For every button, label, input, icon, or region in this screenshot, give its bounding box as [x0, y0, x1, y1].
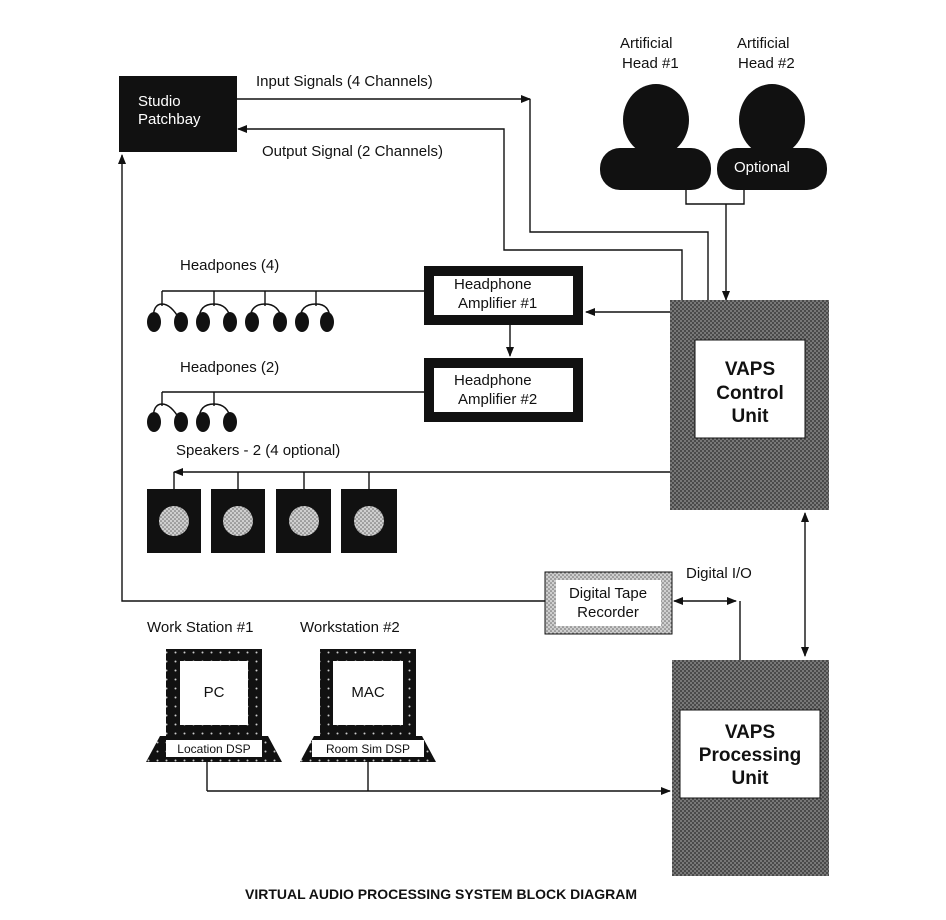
- headphone-amplifier-2-box: Headphone Amplifier #2: [424, 358, 583, 422]
- vaps-control-line3: Unit: [732, 406, 770, 427]
- output-signal-label: Output Signal (2 Channels): [262, 143, 443, 160]
- speaker-1: [147, 489, 201, 553]
- vaps-processing-line2: Processing: [699, 745, 801, 766]
- studio-patchbay-line2: Patchbay: [138, 111, 201, 128]
- artificial-head-2-line2: Head #2: [738, 55, 795, 72]
- digital-tape-line2: Recorder: [577, 604, 639, 621]
- speaker-drops: [173, 472, 370, 490]
- studio-patchbay-box: Studio Patchbay: [119, 76, 237, 152]
- headphones-4-label: Headpones (4): [180, 257, 279, 274]
- vaps-control-unit-box: VAPS Control Unit: [670, 300, 829, 510]
- workstation-2-mac: MAC Room Sim DSP: [300, 649, 436, 762]
- vaps-control-line1: VAPS: [725, 359, 775, 380]
- heads-join-line: [685, 190, 745, 205]
- workstation-drops: [206, 762, 369, 791]
- artificial-head-1-line1: Artificial: [620, 35, 673, 52]
- room-sim-dsp-label: Room Sim DSP: [326, 742, 410, 756]
- input-signals-label: Input Signals (4 Channels): [256, 73, 433, 90]
- diagram-caption: VIRTUAL AUDIO PROCESSING SYSTEM BLOCK DI…: [245, 886, 637, 902]
- workstation-2-label: Workstation #2: [300, 619, 400, 636]
- headphone-amp-1-line1: Headphone: [454, 276, 532, 293]
- tape-to-patchbay-arrow: [118, 154, 545, 602]
- headphones-2-label: Headpones (2): [180, 359, 279, 376]
- speaker-3: [276, 489, 331, 553]
- digital-io-label: Digital I/O: [686, 565, 752, 582]
- vaps-processing-unit-box: VAPS Processing Unit: [672, 660, 829, 876]
- vaps-control-line2: Control: [716, 383, 784, 404]
- speaker-2: [211, 489, 265, 553]
- pc-label: PC: [204, 684, 225, 701]
- headphone-amplifier-1-box: Headphone Amplifier #1: [424, 266, 583, 325]
- vaps-processing-line3: Unit: [732, 768, 770, 789]
- speaker-4: [341, 489, 397, 553]
- output-signal-arrow: [237, 125, 683, 300]
- speakers-label: Speakers - 2 (4 optional): [176, 442, 340, 459]
- headphone-amp-2-line2: Amplifier #2: [458, 391, 537, 408]
- digital-tape-line1: Digital Tape: [569, 585, 647, 602]
- input-signals-route: [529, 99, 709, 300]
- digital-tape-recorder-box: Digital Tape Recorder: [544, 571, 673, 635]
- headphone-amp-2-line1: Headphone: [454, 372, 532, 389]
- work-station-1-label: Work Station #1: [147, 619, 253, 636]
- artificial-head-1-line2: Head #1: [622, 55, 679, 72]
- vaps-processing-line1: VAPS: [725, 722, 775, 743]
- workstation-1-pc: PC Location DSP: [146, 649, 282, 762]
- artificial-head-1-icon: [600, 84, 711, 190]
- artificial-head-2-icon: Optional: [717, 84, 827, 190]
- optional-label: Optional: [734, 159, 790, 176]
- artificial-head-2-line1: Artificial: [737, 35, 790, 52]
- studio-patchbay-line1: Studio: [138, 93, 181, 110]
- headphone-amp-1-line2: Amplifier #1: [458, 295, 537, 312]
- headphones-2-group: [147, 391, 424, 432]
- location-dsp-label: Location DSP: [177, 742, 250, 756]
- mac-label: MAC: [351, 684, 385, 701]
- headphones-4-group: [147, 290, 424, 332]
